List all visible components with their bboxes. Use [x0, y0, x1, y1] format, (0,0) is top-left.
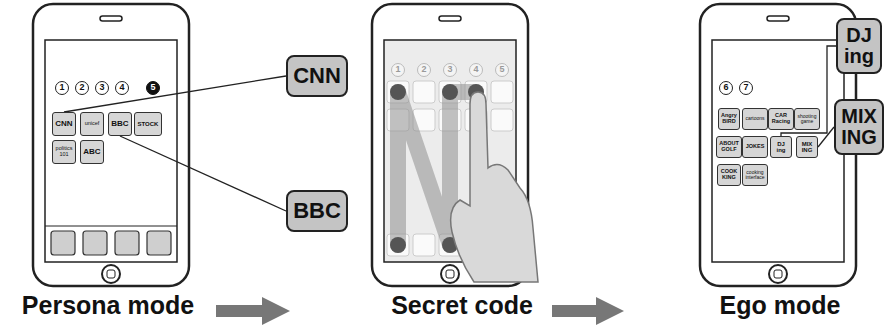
app-icon-label: politics 101 — [56, 146, 73, 158]
dock-icon — [147, 231, 171, 255]
leader-line — [64, 76, 286, 112]
mode-caption: Ego mode — [720, 293, 841, 318]
swipe-dot — [390, 84, 406, 100]
phone-body — [700, 4, 856, 286]
flow-arrow — [216, 297, 290, 325]
home-button — [769, 265, 787, 283]
page-number-text: 1 — [395, 65, 400, 74]
phone-body — [33, 4, 189, 286]
dock-icon — [51, 231, 75, 255]
app-icon: COOK KING — [717, 164, 741, 186]
app-icon-label: unicef — [85, 121, 100, 127]
callout-box: MIX ING — [834, 99, 884, 155]
app-icon: JOKES — [742, 136, 768, 158]
app-icon-label: cooking interface — [745, 170, 764, 181]
app-icon-label: STOCK — [138, 121, 159, 127]
phone-speaker — [100, 16, 122, 21]
home-button-mark — [107, 270, 115, 278]
swipe-dot — [442, 84, 458, 100]
callout-label: BBC — [293, 199, 341, 222]
phone-secret — [372, 4, 538, 286]
flow-arrow — [552, 297, 624, 325]
faint-icon — [491, 109, 513, 131]
app-icon: CNN — [52, 112, 77, 136]
app-icon: Angry BIRD — [718, 108, 741, 130]
page-number-text: 3 — [99, 83, 104, 92]
page-number-text: 4 — [473, 65, 478, 74]
app-icon: politics 101 — [52, 140, 76, 164]
app-icon-label: ABC — [83, 148, 100, 156]
app-icon-label: Angry BIRD — [721, 113, 737, 125]
phone-ego — [700, 4, 856, 286]
app-icon-label: JOKES — [746, 144, 765, 150]
callout-box: CNN — [286, 55, 348, 97]
home-button — [441, 265, 459, 283]
dock-icon — [115, 231, 139, 255]
faint-icon — [491, 81, 513, 103]
callout-box: BBC — [286, 190, 348, 232]
app-icon-label: shooting game — [798, 114, 817, 125]
page-number-text: 5 — [499, 65, 504, 74]
page-number-text: 5 — [150, 83, 155, 92]
app-icon-label: CNN — [55, 120, 72, 128]
phone-speaker — [439, 16, 461, 21]
app-icon: shooting game — [794, 108, 820, 130]
dock-icon — [83, 231, 107, 255]
dock-line — [45, 226, 177, 227]
page-number-text: 4 — [119, 83, 124, 92]
hand — [451, 92, 538, 282]
callout-box: DJ ing — [836, 18, 882, 74]
page-number-text: 6 — [723, 83, 728, 92]
app-icon: unicef — [80, 112, 104, 136]
page-number-text: 7 — [743, 83, 748, 92]
app-icon: CAR Racing — [768, 108, 794, 130]
page-number-text: 3 — [447, 65, 452, 74]
app-icon: MIX ING — [796, 136, 818, 158]
phone-persona — [33, 4, 189, 286]
page-number-text: 1 — [59, 83, 64, 92]
leader-line — [120, 136, 286, 211]
callout-label: MIX ING — [841, 106, 877, 148]
callout-label: CNN — [293, 64, 341, 87]
phone-speaker — [767, 16, 789, 21]
callout-label: DJ ing — [844, 25, 874, 67]
app-icon: ABOUT GOLF — [716, 136, 743, 158]
phone-screen — [45, 40, 177, 262]
page-number-text: 2 — [79, 83, 84, 92]
swipe-dot — [390, 237, 406, 253]
app-icon-label: ABOUT GOLF — [719, 141, 739, 153]
mode-caption: Persona mode — [22, 293, 194, 318]
app-icon-label: MIX ING — [802, 141, 813, 154]
home-button — [102, 265, 120, 283]
mode-caption: Secret code — [391, 293, 533, 318]
app-icon-label: CAR Racing — [772, 113, 790, 125]
app-icon-label: COOK KING — [721, 169, 738, 181]
phone-screen — [712, 40, 844, 262]
app-icon: STOCK — [134, 112, 162, 136]
app-icon: BBC — [108, 112, 133, 136]
app-icon-label: BBC — [111, 120, 128, 128]
app-icon-label: cartoons — [745, 116, 764, 121]
app-icon: DJ ing — [770, 136, 792, 158]
faint-icon — [413, 234, 435, 256]
app-icon: ABC — [80, 140, 105, 164]
page-number-text: 2 — [421, 65, 426, 74]
app-icon: cooking interface — [742, 164, 769, 186]
leader-line — [818, 127, 834, 147]
faint-icon — [413, 81, 435, 103]
app-icon: cartoons — [742, 108, 769, 130]
home-button-mark — [446, 270, 454, 278]
home-button-mark — [774, 270, 782, 278]
app-icon-label: DJ ing — [777, 141, 786, 154]
